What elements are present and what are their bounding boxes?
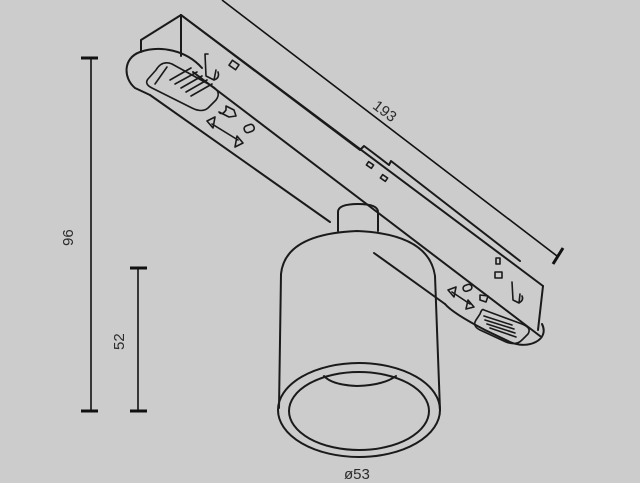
double-arrow-icon-right [447, 286, 475, 310]
dimension-line-193 [221, 0, 565, 265]
dimension-line-96 [81, 56, 98, 413]
track-adapter [125, 14, 545, 346]
lamp-head [277, 203, 441, 458]
double-arrow-icon-left [206, 116, 244, 148]
dimension-label-96: 96 [60, 229, 77, 246]
dimension-label-52: 52 [111, 333, 128, 350]
dimension-line-52 [130, 266, 147, 413]
dimension-label-diameter: ø53 [344, 466, 370, 483]
